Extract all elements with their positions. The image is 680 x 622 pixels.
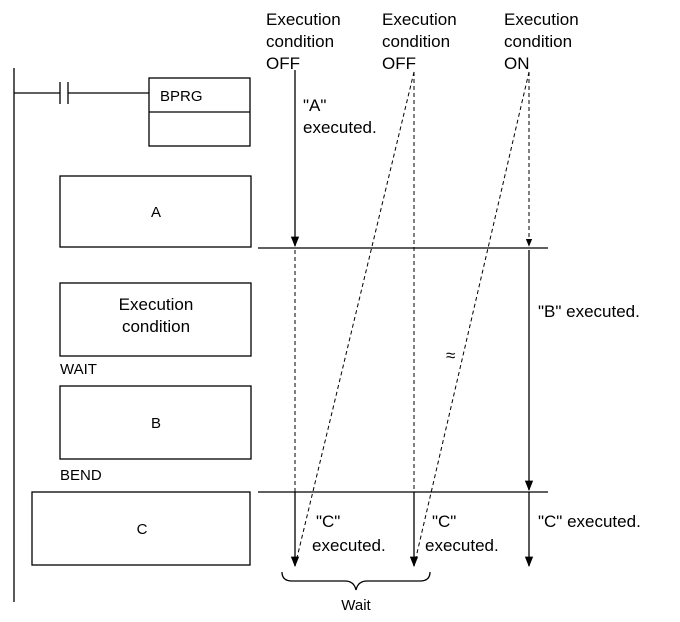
header-2-line1: Execution xyxy=(382,10,457,29)
block-a-outline xyxy=(59,175,252,248)
header-column-2: Execution condition OFF xyxy=(382,10,457,73)
b-executed-label: "B" executed. xyxy=(538,302,640,321)
ladder-rung xyxy=(14,82,149,104)
block-b-label: B xyxy=(151,415,161,432)
block-c-label: C xyxy=(137,521,148,538)
header-1-line1: Execution xyxy=(266,10,341,29)
exec-cond-line1: Execution xyxy=(119,295,194,314)
bprg-instruction-box: BPRG xyxy=(148,77,251,147)
bprg-label: BPRG xyxy=(160,88,203,105)
header-3-line1: Execution xyxy=(504,10,579,29)
wait-label: Wait xyxy=(341,597,371,614)
column-2-diagonal-dashed xyxy=(294,71,415,567)
header-3-line3: ON xyxy=(504,54,530,73)
header-1-line3: OFF xyxy=(266,54,300,73)
block-execution-condition: Execution condition xyxy=(59,282,252,357)
timeline-column-1 xyxy=(290,70,415,568)
wait-instruction-label: WAIT xyxy=(60,361,97,378)
c-executed-1-line1: "C" xyxy=(316,512,340,531)
block-a: A xyxy=(59,175,252,248)
a-executed-line2: executed. xyxy=(303,118,377,137)
block-c-outline xyxy=(31,491,251,566)
exec-cond-line2: condition xyxy=(122,317,190,336)
header-2-line2: condition xyxy=(382,32,450,51)
c-executed-2-line1: "C" xyxy=(432,512,456,531)
c-executed-1-line2: executed. xyxy=(312,536,386,555)
header-column-3: Execution condition ON xyxy=(504,10,579,73)
timeline-column-2 xyxy=(409,71,530,568)
block-a-label: A xyxy=(151,204,161,221)
break-symbol: ≈ xyxy=(446,346,455,365)
block-b: B xyxy=(59,385,252,460)
c-executed-2-line2: executed. xyxy=(425,536,499,555)
block-b-outline xyxy=(59,385,252,460)
header-column-1: Execution condition OFF xyxy=(266,10,341,73)
header-1-line2: condition xyxy=(266,32,334,51)
header-3-line2: condition xyxy=(504,32,572,51)
exec-cond-outline xyxy=(59,282,252,357)
block-c: C xyxy=(31,491,251,566)
header-2-line3: OFF xyxy=(382,54,416,73)
wait-brace xyxy=(281,571,431,591)
bend-instruction-label: BEND xyxy=(60,467,102,484)
a-executed-line1: "A" xyxy=(303,96,326,115)
column-3-diagonal-dashed xyxy=(413,71,530,567)
c-executed-3-label: "C" executed. xyxy=(538,512,641,531)
